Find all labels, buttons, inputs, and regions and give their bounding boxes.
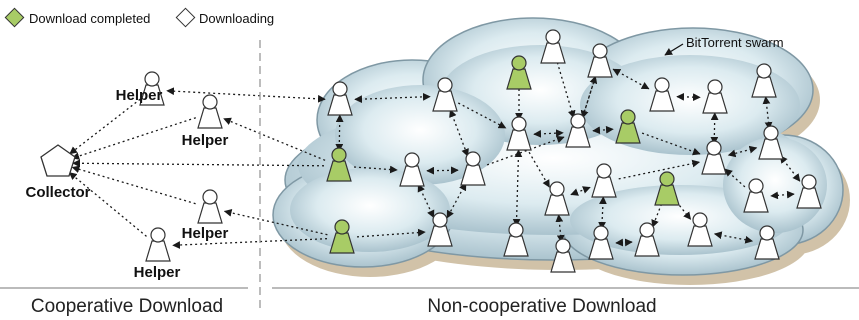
- peer-downloading-icon: [139, 71, 165, 106]
- connection-arrow: [641, 132, 701, 156]
- connection-arrow: [580, 76, 597, 119]
- peer-downloading-icon: [701, 140, 727, 175]
- connection-arrow: [172, 238, 328, 249]
- collector-pentagon-icon: [40, 144, 76, 177]
- peer-completed-icon: [506, 55, 532, 90]
- connection-arrow: [417, 183, 435, 219]
- connection-arrow: [762, 96, 773, 130]
- connection-arrow: [72, 159, 325, 168]
- peer-downloading-icon: [503, 222, 529, 257]
- peer-downloading-icon: [588, 225, 614, 260]
- peer-downloading-icon: [432, 77, 458, 112]
- helper-label-3: Helper: [182, 225, 229, 242]
- connection-arrow: [166, 87, 326, 103]
- connection-arrow: [335, 114, 344, 152]
- peer-completed-icon: [326, 147, 352, 182]
- noncooperative-download-title: Non-cooperative Download: [427, 296, 656, 317]
- peer-downloading-icon: [687, 212, 713, 247]
- peer-downloading-icon: [460, 151, 486, 186]
- peer-downloading-icon: [197, 189, 223, 224]
- peer-completed-icon: [654, 171, 680, 206]
- connection-arrow: [223, 117, 326, 161]
- connection-arrow: [69, 98, 141, 155]
- connection-arrow: [618, 159, 701, 180]
- peer-downloading-icon: [565, 113, 591, 148]
- connection-arrow: [592, 125, 614, 135]
- connection-arrow: [779, 155, 801, 182]
- cooperative-download-title: Cooperative Download: [31, 296, 223, 317]
- legend-downloading-diamond-icon: [175, 7, 196, 28]
- peer-downloading-icon: [197, 94, 223, 129]
- peer-downloading-icon: [754, 225, 780, 260]
- peer-downloading-icon: [796, 174, 822, 209]
- connection-arrow: [353, 165, 398, 174]
- connection-arrow: [68, 172, 147, 237]
- connection-arrow: [570, 186, 591, 196]
- connection-arrow: [651, 203, 663, 228]
- peer-completed-icon: [329, 219, 355, 254]
- legend-downloading-label: Downloading: [199, 11, 274, 26]
- peer-downloading-icon: [702, 79, 728, 114]
- connection-arrow: [598, 196, 607, 230]
- legend-completed-label: Download completed: [29, 11, 150, 26]
- connection-arrow: [770, 190, 795, 200]
- connection-arrow: [457, 102, 507, 129]
- peer-downloading-icon: [634, 222, 660, 257]
- peer-downloading-icon: [751, 63, 777, 98]
- peer-downloading-icon: [649, 77, 675, 112]
- helper-label-2: Helper: [182, 132, 229, 149]
- swarm-label: BitTorrent swarm: [686, 35, 784, 50]
- peer-downloading-icon: [540, 29, 566, 64]
- connection-arrow: [713, 231, 754, 244]
- connection-arrow: [426, 166, 459, 175]
- connection-arrow: [449, 109, 469, 157]
- connection-arrow: [71, 117, 197, 160]
- connection-arrow: [486, 135, 565, 166]
- helper-label-4: Helper: [134, 264, 181, 281]
- connection-arrow: [71, 165, 196, 205]
- peer-downloading-icon: [145, 227, 171, 262]
- peer-downloading-icon: [591, 163, 617, 198]
- connection-arrow: [710, 112, 719, 145]
- helper-label-1: Helper: [116, 87, 163, 104]
- peer-downloading-icon: [544, 181, 570, 216]
- peer-nodes: [139, 29, 822, 273]
- peer-downloading-icon: [743, 178, 769, 213]
- peer-downloading-icon: [327, 81, 353, 116]
- connection-arrow: [612, 68, 650, 90]
- swarm-label-pointer: [664, 43, 684, 56]
- peer-completed-icon: [615, 109, 641, 144]
- collector-label: Collector: [25, 184, 90, 201]
- connection-arrow: [446, 182, 467, 219]
- peer-downloading-icon: [399, 152, 425, 187]
- legend-completed-diamond-icon: [4, 7, 25, 28]
- connection-arrow: [675, 201, 692, 220]
- peer-downloading-icon: [506, 116, 532, 151]
- peer-downloading-icon: [550, 238, 576, 273]
- connection-arrow: [356, 228, 426, 238]
- connection-arrows: [68, 62, 801, 249]
- peer-downloading-icon: [427, 212, 453, 247]
- peer-downloading-icon: [587, 43, 613, 78]
- connection-arrow: [676, 92, 701, 102]
- peer-downloading-icon: [758, 125, 784, 160]
